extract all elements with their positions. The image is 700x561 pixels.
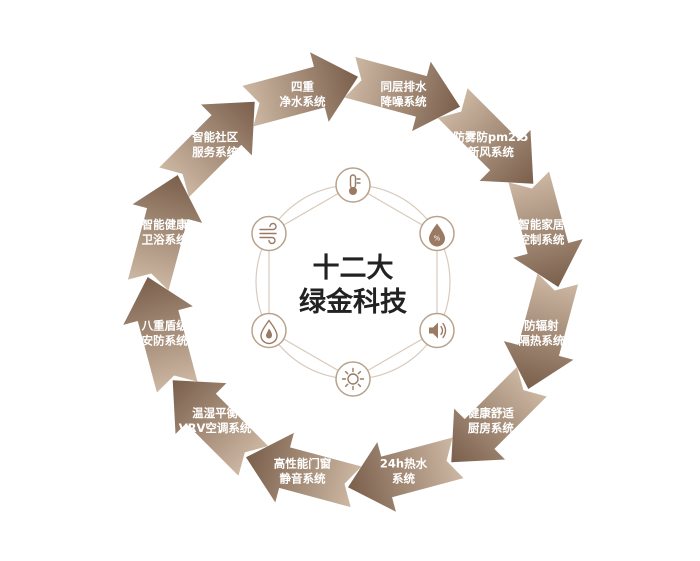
ring-arrow bbox=[347, 437, 464, 512]
svg-text:%: % bbox=[434, 235, 441, 243]
ring-arrow bbox=[344, 56, 461, 132]
arrow-label-line2: 隔热系统 bbox=[518, 334, 564, 348]
arrow-label-line2: 服务系统 bbox=[192, 145, 238, 159]
ring-arrow bbox=[159, 101, 255, 198]
arrow-label-line2: 控制系统 bbox=[518, 233, 564, 247]
arrow-shape bbox=[172, 380, 269, 476]
feature-node bbox=[335, 167, 371, 203]
ring-arrow bbox=[123, 276, 198, 393]
feature-node bbox=[251, 312, 287, 349]
wind-icon bbox=[259, 222, 277, 245]
arrow-ring: 同层排水降噪系统防雾防pm2.5新风系统智能家居控制系统防辐射隔热系统健康舒适厨… bbox=[123, 52, 583, 512]
water-drop-icon: % bbox=[429, 223, 445, 247]
sun-icon bbox=[341, 367, 365, 391]
arrow-label-line2: 新风系统 bbox=[468, 145, 514, 159]
feature-node bbox=[419, 312, 455, 349]
feature-node bbox=[335, 361, 371, 397]
arrow-shape bbox=[127, 174, 203, 291]
arrow-label-line2: 卫浴系统 bbox=[142, 233, 188, 247]
node-circle bbox=[335, 361, 371, 397]
ring-arrow bbox=[172, 380, 269, 476]
ring-arrow bbox=[437, 88, 534, 184]
arrow-label-line2: VRV空调系统 bbox=[179, 421, 252, 435]
feature-nodes: % bbox=[251, 167, 455, 397]
center-title-line2: 绿金科技 bbox=[299, 286, 407, 318]
arrow-label-line1: 防雾防pm2.5 bbox=[453, 130, 528, 144]
ring-arrow bbox=[451, 366, 547, 463]
speaker-icon bbox=[429, 322, 447, 339]
arrow-shape bbox=[242, 52, 359, 127]
arrow-shape bbox=[437, 88, 534, 184]
arrow-shape bbox=[508, 171, 583, 288]
arrow-label-line1: 温湿平衡 bbox=[192, 406, 238, 420]
arrow-label-line1: 四重 bbox=[291, 80, 314, 94]
ring-arrow bbox=[127, 174, 203, 291]
arrow-label-line2: 安防系统 bbox=[142, 334, 188, 348]
arrow-label-line2: 降噪系统 bbox=[381, 95, 427, 109]
arrow-shape bbox=[451, 366, 547, 463]
ring-arrow bbox=[503, 273, 579, 390]
feature-node bbox=[251, 215, 287, 252]
node-circle bbox=[335, 167, 371, 203]
feature-node: % bbox=[419, 215, 455, 252]
ring-arrow bbox=[508, 171, 583, 288]
arrow-shape bbox=[344, 56, 461, 132]
center-title-line1: 十二大 bbox=[313, 253, 394, 284]
ring-arrow bbox=[245, 432, 362, 508]
arrow-label-line2: 净水系统 bbox=[280, 95, 326, 109]
arrow-shape bbox=[123, 276, 198, 393]
arrow-shape bbox=[503, 273, 579, 390]
arrow-shape bbox=[245, 432, 362, 508]
arrow-label-line1: 智能家居 bbox=[518, 218, 564, 232]
arrow-label-line2: 系统 bbox=[392, 471, 415, 485]
arrow-shape bbox=[159, 101, 255, 198]
arrow-label-line1: 同层排水 bbox=[381, 80, 427, 94]
arrow-label-line1: 防辐射 bbox=[524, 319, 559, 333]
arrow-label-line1: 健康舒适 bbox=[468, 406, 514, 420]
arrow-label-line1: 高性能门窗 bbox=[274, 456, 332, 470]
arrow-label-line2: 静音系统 bbox=[280, 471, 326, 485]
arrow-shape bbox=[347, 437, 464, 512]
center-title: 十二大 绿金科技 bbox=[299, 253, 407, 318]
arrow-label-line1: 八重盾级 bbox=[141, 319, 188, 333]
arrow-label-line1: 智能健康 bbox=[142, 218, 188, 232]
thermometer-icon bbox=[349, 174, 361, 195]
arrow-label-line2: 厨房系统 bbox=[468, 421, 514, 435]
arrow-label-line1: 24h热水 bbox=[380, 456, 428, 470]
ring-arrow bbox=[242, 52, 359, 127]
drop-flame-icon bbox=[260, 319, 278, 345]
arrow-label-line1: 智能社区 bbox=[192, 130, 238, 144]
